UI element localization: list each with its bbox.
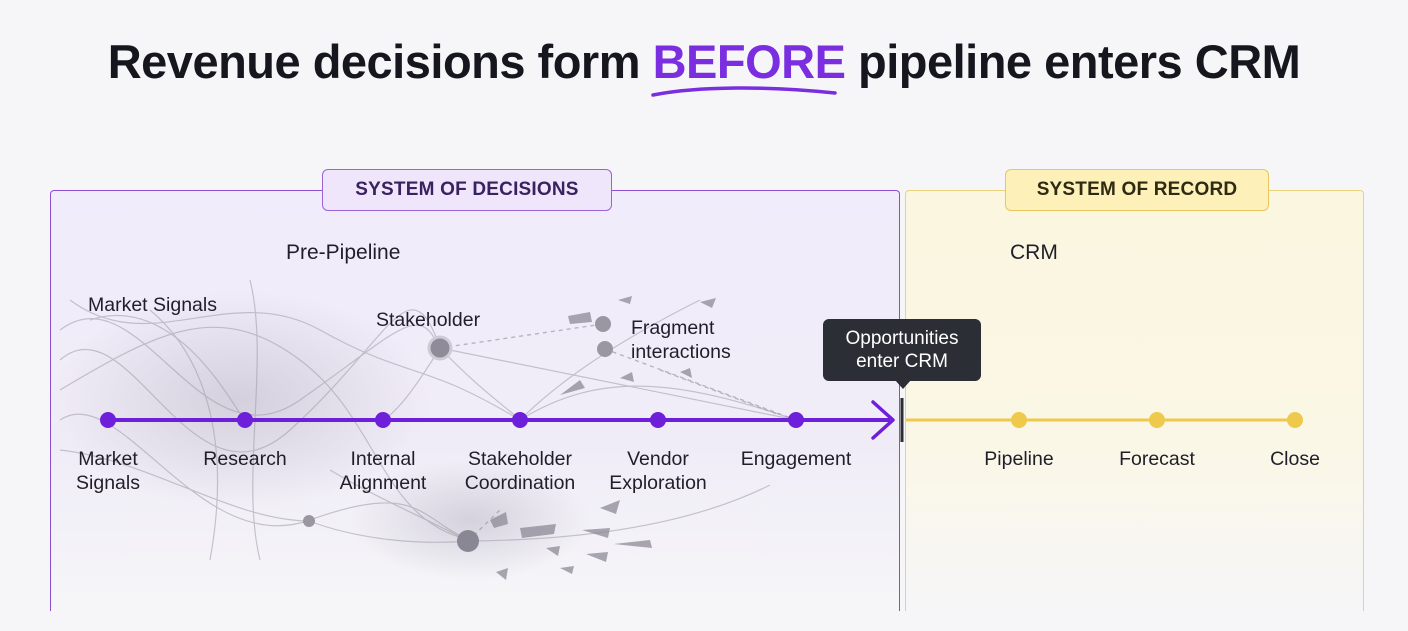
title-before: Revenue decisions form (107, 35, 653, 88)
page-title: Revenue decisions form BEFORE pipeline e… (0, 34, 1408, 97)
system-of-decisions-badge: SYSTEM OF DECISIONS (322, 169, 612, 211)
network-node-icons (303, 316, 613, 552)
stage-label-text: Internal Alignment (339, 448, 427, 494)
stage-dot-research (237, 412, 253, 428)
stage-dot-internal-alignment (375, 412, 391, 428)
stage-label-forecast: Forecast (1119, 448, 1195, 470)
stage-dot-close (1287, 412, 1303, 428)
stage-dot-engagement (788, 412, 804, 428)
stage-label-text: Vendor Exploration (609, 448, 707, 494)
opportunities-enter-crm-tooltip: Opportunities enter CRM (823, 319, 981, 381)
stage-label-text: Stakeholder Coordination (464, 448, 576, 494)
stage-dot-market-signals (100, 412, 116, 428)
stage-label-pipeline: Pipeline (984, 448, 1054, 470)
stage-label-close: Close (1270, 448, 1320, 470)
market-signals-annotation: Market Signals (88, 294, 217, 316)
fragment-interactions-annotation: Fragment interactions (631, 317, 731, 363)
stakeholder-annotation: Stakeholder (376, 309, 481, 331)
stage-label-internal-alignment: Internal Alignment (303, 447, 463, 495)
crm-title: CRM (1010, 241, 1058, 264)
stage-dot-vendor-exploration (650, 412, 666, 428)
stage-label-text: Market Signals (76, 448, 140, 494)
title-highlight: BEFORE (650, 34, 846, 97)
stage-label-market-signals: Market Signals (28, 447, 188, 495)
stage-label-research: Research (203, 448, 287, 470)
stage-dot-stakeholder-coordination (512, 412, 528, 428)
network-background (50, 279, 797, 580)
system-of-record-badge: SYSTEM OF RECORD (1005, 169, 1269, 211)
stage-label-stakeholder-coordination: Stakeholder Coordination (440, 447, 600, 495)
stage-dot-pipeline (1011, 412, 1027, 428)
stage-dot-forecast (1149, 412, 1165, 428)
system-of-record-panel (905, 190, 1364, 611)
title-highlight-text: BEFORE (652, 35, 846, 88)
crm-track (906, 412, 1303, 428)
stage-label-engagement: Engagement (740, 448, 852, 470)
tooltip-arrow-icon (895, 380, 911, 389)
pre-pipeline-title: Pre-Pipeline (286, 241, 401, 264)
title-after: pipeline enters CRM (845, 35, 1301, 88)
underline-swoosh-icon (650, 86, 837, 97)
pre-pipeline-track (100, 400, 895, 440)
stage-label-vendor-exploration: Vendor Exploration (578, 447, 738, 495)
